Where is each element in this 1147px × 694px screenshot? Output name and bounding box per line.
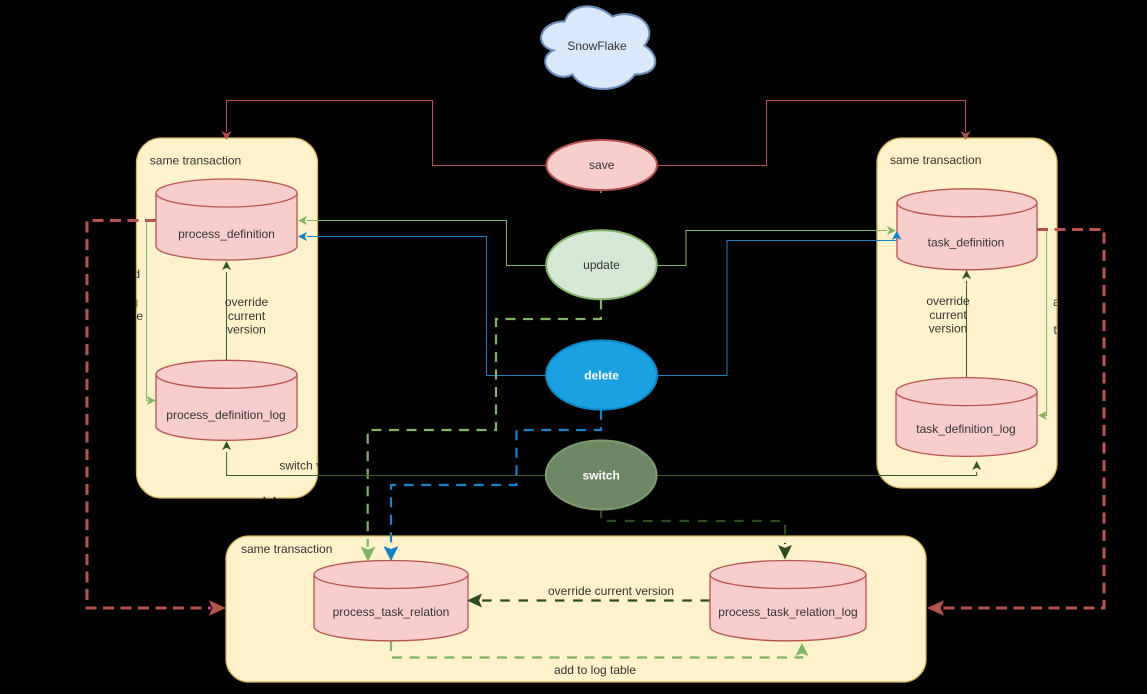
svg-text:process_definition_log: process_definition_log (166, 408, 285, 422)
svg-text:table: table (117, 309, 143, 323)
svg-text:override: override (225, 295, 269, 309)
svg-text:current: current (929, 308, 967, 322)
svg-text:switch: switch (583, 469, 620, 483)
svg-text:version: version (929, 322, 968, 336)
svg-text:override: override (926, 294, 970, 308)
svg-text:task_definition: task_definition (928, 236, 1005, 250)
svg-text:same transaction: same transaction (241, 542, 332, 556)
svg-text:add: add (1053, 295, 1073, 309)
svg-text:update: update (583, 258, 620, 272)
svg-text:table: table (1053, 323, 1079, 337)
svg-text:override current version: override current version (548, 584, 674, 598)
svg-text:save: save (589, 158, 615, 172)
svg-text:same transaction: same transaction (890, 153, 981, 167)
svg-text:switch version: switch version (279, 459, 354, 473)
svg-text:same transaction: same transaction (150, 154, 241, 168)
svg-text:task_definition_log: task_definition_log (916, 422, 1015, 436)
svg-text:current: current (228, 309, 266, 323)
svg-text:delete: delete (584, 369, 619, 383)
svg-text:log: log (122, 295, 138, 309)
svg-text:process_task_relation_log: process_task_relation_log (718, 605, 857, 619)
svg-text:version: version (227, 323, 266, 337)
svg-text:process_definition: process_definition (178, 227, 275, 241)
svg-text:add: add (120, 267, 140, 281)
svg-text:add to log table: add to log table (554, 663, 636, 677)
svg-text:SnowFlake: SnowFlake (567, 39, 627, 53)
svg-text:process_task_relation: process_task_relation (333, 605, 450, 619)
